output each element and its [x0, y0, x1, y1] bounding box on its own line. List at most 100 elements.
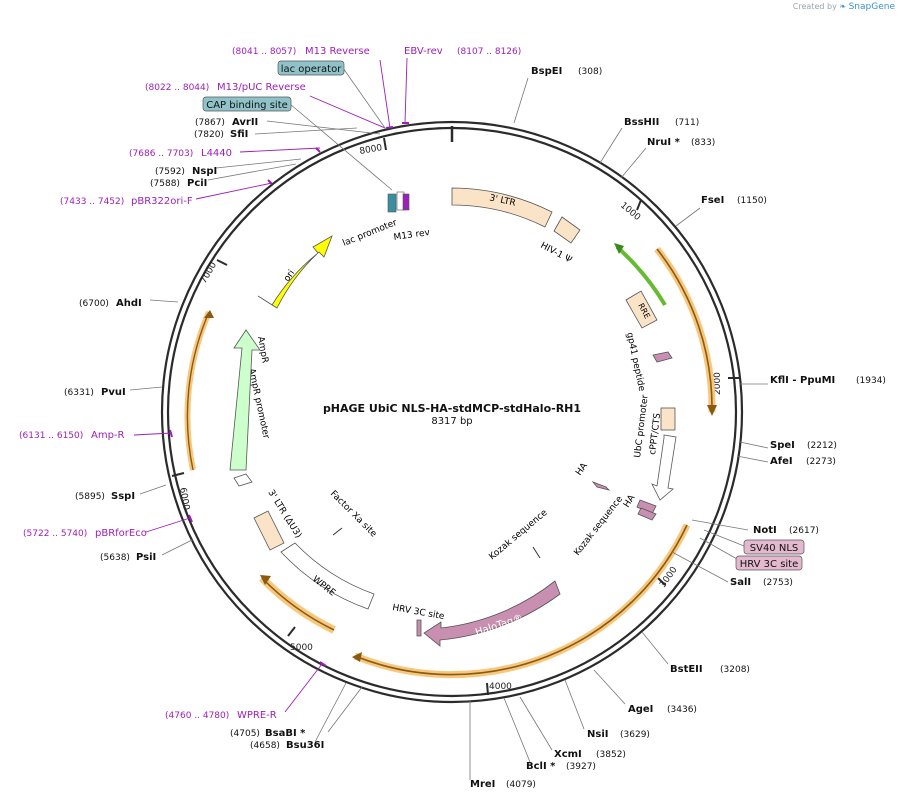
- sv40-nls-box: [743, 539, 805, 555]
- factorxa-label: Factor Xa site: [328, 489, 379, 540]
- enzyme-labels-right: BspEI (308) BssHII (711) NruI * (833) Fs…: [470, 66, 886, 790]
- enzyme-nspi-pos: (7592): [155, 167, 185, 177]
- enzyme-sfii: SfiI: [230, 129, 248, 140]
- primer-ampr: Amp-R: [91, 430, 125, 441]
- cppt-feature: [660, 407, 676, 431]
- enzyme-fsei: FseI: [701, 195, 724, 206]
- enzyme-fsei-pos: (1150): [737, 196, 767, 206]
- backbone-outer: [160, 120, 744, 704]
- enzyme-nrui: NruI *: [647, 137, 681, 148]
- gp41-label: gp41 peptide: [624, 332, 646, 393]
- hiv-psi-feature: [553, 216, 581, 244]
- boxed-feature-labels: lac operator CAP binding site SV40 NLS H…: [202, 60, 805, 571]
- ltr5-feature: [451, 187, 553, 228]
- cds-arc-bottom-halo: [353, 523, 691, 679]
- enzyme-sali-pos: (2753): [763, 578, 793, 588]
- primer-m13-reverse-range: (8041 .. 8057): [232, 47, 296, 57]
- enzyme-pcii-pos: (7588): [150, 179, 180, 189]
- factorxa-marker: [332, 527, 343, 536]
- cap-binding-label: CAP binding site: [206, 100, 288, 111]
- cds-arc-bottom: [354, 524, 688, 676]
- enzyme-afei: AfeI: [770, 456, 793, 467]
- enzyme-sali: SalI: [730, 577, 751, 588]
- enzyme-ahdi: AhdI: [116, 298, 142, 309]
- enzyme-ahdi-pos: (6700): [79, 299, 109, 309]
- enzyme-bsteii: BstEII: [670, 664, 703, 675]
- tick-label-2000: 2000: [713, 372, 723, 395]
- enzyme-psii: PsiI: [136, 552, 156, 563]
- enzyme-nsii-pos: (3629): [620, 730, 650, 740]
- plasmid-name: pHAGE UbiC NLS-HA-stdMCP-stdHalo-RH1: [323, 402, 581, 415]
- cds-arrow-head-left: [260, 575, 271, 585]
- enzyme-xcmi-pos: (3852): [596, 750, 626, 760]
- kozak1-marker: [532, 546, 541, 559]
- enzyme-leaders-left: [129, 120, 381, 743]
- primer-m13-reverse: M13 Reverse: [305, 46, 370, 57]
- primer-l4440-range: (7686 .. 7703): [129, 149, 193, 159]
- enzyme-mrei: MreI: [470, 779, 495, 790]
- enzyme-bsshii-pos: (711): [675, 118, 699, 128]
- enzyme-afei-pos: (2273): [806, 457, 836, 467]
- snapgene-logo-icon: ❧: [839, 2, 847, 11]
- hrv-3c-box-label: HRV 3C site: [740, 559, 799, 570]
- cds-arrow-head-bottom: [352, 652, 362, 662]
- primer-labels: (8041 .. 8057) M13 Reverse EBV-rev (8107…: [19, 46, 521, 721]
- enzyme-bsteii-pos: (3208): [720, 665, 750, 675]
- primer-wpre-r: WPRE-R: [237, 710, 277, 721]
- enzyme-nspi: NspI: [192, 166, 217, 177]
- ltr3-feature: [253, 510, 285, 551]
- primer-ebv-rev: EBV-rev: [404, 46, 443, 57]
- m13-rev-feature: [402, 193, 410, 211]
- primer-m13puc: M13/pUC Reverse: [217, 82, 306, 93]
- enzyme-bsu36i-pos: (4658): [250, 741, 280, 751]
- enzyme-noti-pos: (2617): [789, 526, 819, 536]
- enzyme-pcii: PciI: [187, 178, 207, 189]
- cds-arc-amp: [186, 311, 210, 471]
- credit-prefix: Created by: [792, 2, 837, 11]
- tick-marks: [171, 137, 740, 696]
- hrv-3c-box: [735, 555, 803, 571]
- plasmid-size: 8317 bp: [431, 416, 472, 427]
- enzyme-bsshii: BssHII: [624, 117, 659, 128]
- tick-label-8000: 8000: [359, 143, 384, 157]
- kozak1-label: Kozak sequence: [488, 508, 550, 563]
- ampr-label: AmpR: [255, 336, 270, 364]
- cds-arc-right-halo: [654, 246, 716, 413]
- enzyme-bspei-pos: (308): [578, 67, 602, 77]
- ampr-feature: [229, 329, 261, 471]
- enzyme-sfii-pos: (7820): [194, 130, 224, 140]
- primer-pbr322ori: pBR322ori-F: [131, 196, 193, 207]
- lac-operator-box: [277, 60, 345, 76]
- hrv-label: HRV 3C site: [391, 603, 445, 622]
- wpre-feature: [280, 542, 375, 610]
- cppt-label: cPPT/CTS: [648, 412, 663, 455]
- enzyme-bsabi: BsaBI *: [265, 728, 306, 739]
- ori-label: ori: [282, 268, 297, 283]
- m13rev-label: M13 rev: [393, 228, 431, 243]
- enzyme-spei: SpeI: [770, 440, 795, 451]
- primer-ampr-range: (6131 .. 6150): [19, 431, 83, 441]
- tick-label-6000: 6000: [177, 487, 191, 512]
- enzyme-xcmi: XcmI: [554, 749, 582, 760]
- tick-label-4000: 4000: [489, 682, 512, 692]
- ha1-label: HA: [574, 461, 590, 478]
- enzyme-kfli-ppumi-pos: (1934): [856, 376, 886, 386]
- enzyme-noti: NotI: [753, 525, 777, 536]
- enzyme-pvui-pos: (6331): [64, 388, 94, 398]
- primer-pbrforeco: pBRforEco: [95, 528, 147, 539]
- halotag-feature: [423, 580, 561, 647]
- enzyme-kfli-ppumi: KflI - PpuMI: [770, 375, 835, 386]
- enzyme-agei: AgeI: [628, 704, 653, 715]
- cds-arc-amp-halo: [184, 310, 212, 471]
- hiv-psi-label: HIV-1 Ψ: [539, 241, 574, 266]
- enzyme-sspi: SspI: [111, 491, 135, 502]
- enzyme-sspi-pos: (5895): [75, 492, 105, 502]
- primer-marks: [169, 122, 409, 667]
- lac-operator-feature: [387, 193, 397, 213]
- hrv-feature: [416, 619, 422, 637]
- primer-leaders: [133, 57, 408, 713]
- sv40-nls-label: SV40 NLS: [750, 543, 799, 554]
- enzyme-bcli-pos: (3927): [566, 762, 596, 772]
- enzyme-bsabi-pos: (4705): [230, 729, 260, 739]
